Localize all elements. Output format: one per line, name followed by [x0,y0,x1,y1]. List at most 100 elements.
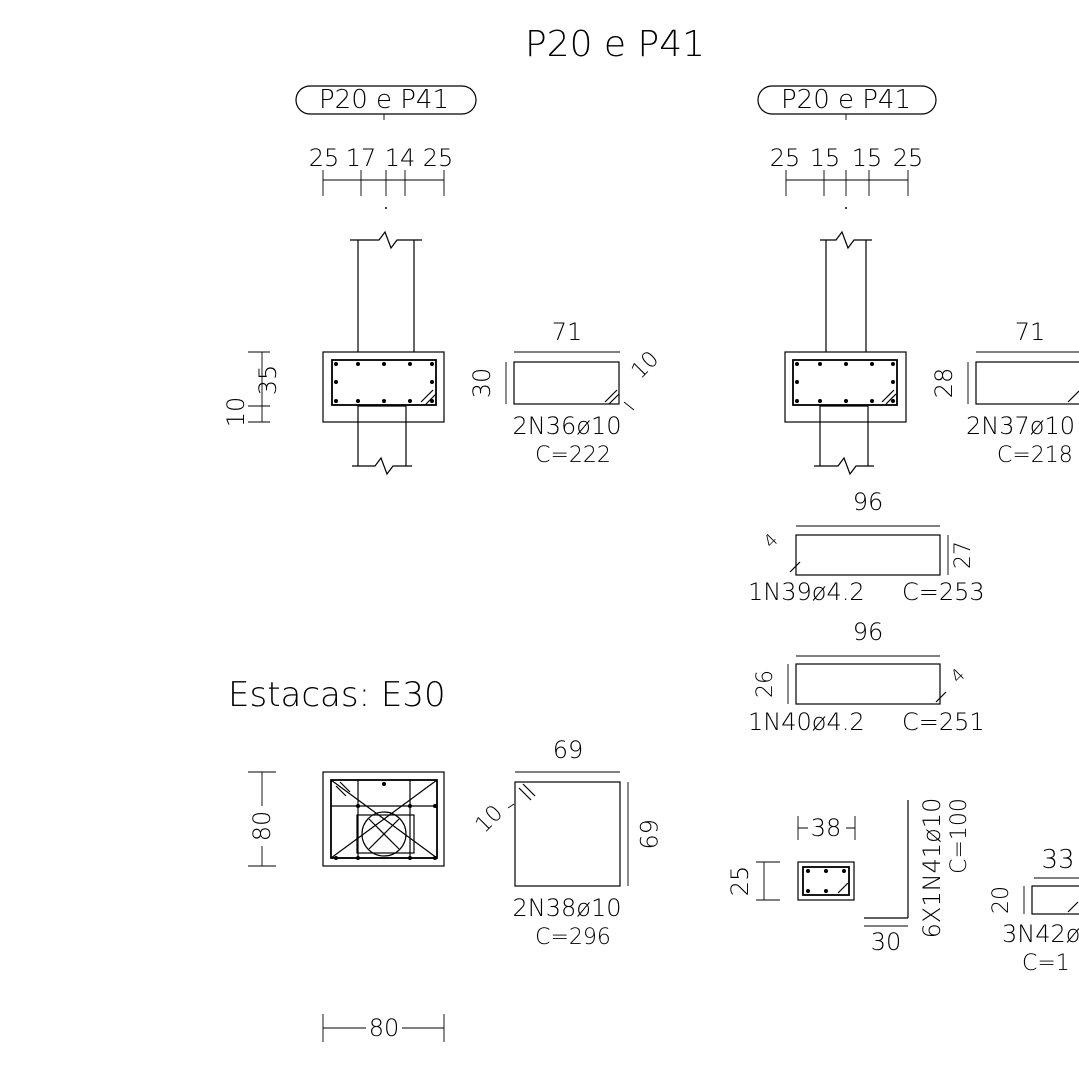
bar-label: 1N40ø4.2 [748,708,865,736]
dim-label: 25 [770,144,801,172]
pile-cap-height: 80 [248,811,276,842]
l-bar-leg: 30 [871,928,902,956]
hook-mark [339,781,351,793]
beam-stirrup [802,866,850,896]
l-bar-length: C=100 [947,798,972,874]
rebar-dot [842,869,846,873]
l-bar-label: 6X1N41ø10 [918,798,946,939]
stirrup-height: 30 [468,368,496,399]
bar-length: C=253 [902,578,985,606]
stirrup-label: 2N36ø10 [513,412,622,440]
hook-mark [885,393,897,405]
hook-dim-line [623,401,635,411]
dim-label: 15 [852,144,883,172]
side-dim-label: 35 [254,365,282,396]
bar-height: 26 [753,670,778,698]
stirrup-height: 28 [930,368,958,399]
bar-length: C=251 [902,708,985,736]
left-column-section: P20 e P41 25 17 14 25 [222,85,664,476]
break-line [820,230,872,250]
stirrup-width: 33 [1041,845,1074,875]
right-column-section: P20 e P41 25 15 15 25 71 [748,85,1079,736]
stirrup-hook: 10 [627,347,664,384]
hook-mark [1067,390,1079,403]
piles-section: Estacas: E30 80 80 [228,675,662,1042]
pile-cap-width: 80 [369,1014,400,1042]
stirrup-shape [513,361,620,405]
rebar-dots [334,362,434,403]
break-line [352,456,412,476]
side-dim-label: 10 [222,397,250,428]
pile-cross [368,818,400,850]
hook-mark [425,393,437,405]
stirrup-length: C=1 [1022,951,1070,976]
pile-cap-section [784,351,907,423]
hook-mark [335,785,347,797]
section-width: 38 [811,814,842,842]
section-height: 25 [726,866,754,897]
section-tag-outline [757,85,937,115]
stirrup-width: 71 [1015,318,1046,346]
hook-mark [604,389,618,403]
dim-label: 17 [346,144,377,172]
piles-title: Estacas: E30 [228,675,446,715]
hook-mark [881,389,895,403]
bottom-right-details: 38 25 30 6X1N41ø10 C=100 33 20 3N42ø C=1 [726,798,1079,976]
bar-label: 1N39ø4.2 [748,578,865,606]
hook-mark [420,389,434,403]
axis-mark [385,207,387,209]
dim-gap [808,814,846,838]
hook-dim-line [507,803,515,809]
axis-mark [845,207,847,209]
diagonal-bar [330,779,438,859]
rebar-dot [824,869,828,873]
bar-shape [795,534,941,576]
dim-label: 25 [309,144,340,172]
stirrup-length: C=296 [535,925,611,950]
dim-label: 14 [385,144,416,172]
hook-mark [837,882,849,894]
rebar-dots [795,362,895,403]
stirrup-width: 71 [552,318,583,346]
cap-stirrup [331,359,437,406]
stirrup-label: 2N37ø10 [966,412,1075,440]
rebar-dot [806,869,810,873]
main-title: P20 e P41 [525,24,705,65]
stirrup-shape [975,361,1079,405]
dim-gap [252,806,272,846]
pile-cap-plan [322,771,445,867]
pile-cap-section [322,351,445,423]
beam-section [797,861,855,901]
bar-hook: 4 [760,530,783,553]
hook-mark [518,787,532,801]
rebar-dot [806,889,810,893]
cap-stirrup [792,359,898,406]
column-footprint [356,814,415,854]
stirrup-height: 69 [634,819,662,850]
hook-mark [935,691,947,703]
stirrup-shape [514,781,621,887]
dim-label: 25 [893,144,924,172]
bar-shape [795,663,941,705]
stirrup-shape [1031,885,1079,915]
stirrup-length: C=222 [535,443,611,468]
section-tag-outline [295,85,477,115]
stirrup-hook: 10 [471,801,508,838]
bar-height: 27 [951,541,976,569]
rebar-dot [824,889,828,893]
bar-width: 96 [853,618,884,646]
break-line [350,230,422,250]
hook-mark [608,393,620,405]
section-tag: P20 e P41 [319,85,449,115]
stirrup-width: 69 [553,736,584,764]
stirrup-height: 20 [989,886,1014,914]
hook-mark [522,783,536,797]
break-line [814,456,874,476]
dim-label: 15 [810,144,841,172]
dim-gap [366,1016,402,1038]
stirrup-length: C=218 [997,443,1073,468]
bar-width: 96 [853,488,884,516]
stirrup-label: 3N42ø [1002,920,1079,948]
pile-circle [361,811,407,857]
